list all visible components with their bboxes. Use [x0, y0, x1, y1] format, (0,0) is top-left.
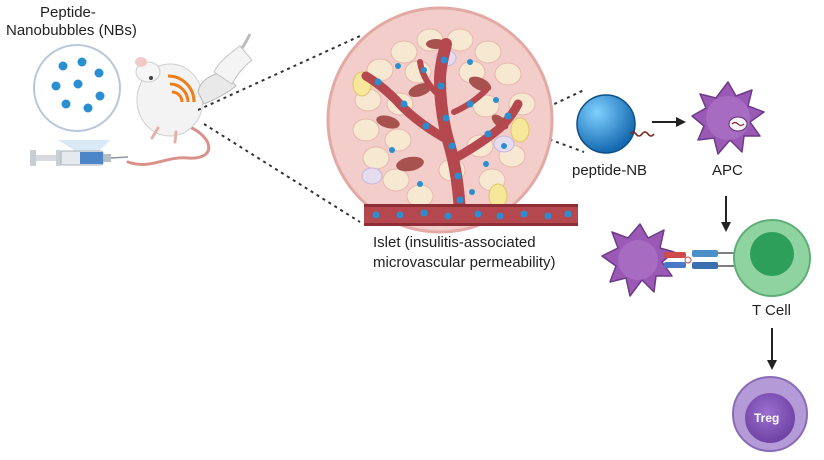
mouse-icon [126, 57, 211, 166]
islet-nanobubbles [374, 56, 512, 204]
islet-caption-line2: microvascular permeability) [373, 254, 556, 271]
treg-cell-icon [732, 376, 808, 452]
islet-caption-line1: Islet (insulitis-associated [373, 234, 536, 251]
apc-cell-bottom-icon [601, 223, 675, 297]
nanobubble-dot [58, 61, 68, 71]
nanobubble-dot [95, 91, 105, 101]
nanobubble-dot [51, 81, 61, 91]
treg-label: Treg [754, 411, 780, 425]
arrow-nb-to-apc [652, 117, 686, 127]
peptide-nb-label: peptide-NB [572, 162, 648, 179]
apc-label: APC [712, 162, 743, 179]
nanobubble-dot [77, 57, 87, 67]
syringe-icon [30, 150, 129, 166]
islet-illustration [326, 6, 554, 234]
nanobubble-dot [94, 68, 104, 78]
t-cell-label: T Cell [752, 302, 791, 319]
apc-cell-icon [691, 81, 765, 155]
nanobubble-dot [61, 99, 71, 109]
ultrasound-probe-icon [197, 33, 253, 105]
arrow-tcell-to-treg [767, 328, 777, 370]
nb-title-line2: Nanobubbles (NBs) [6, 22, 137, 39]
zoom-lines-islet [197, 35, 585, 223]
nanobubble-dot [73, 79, 83, 89]
mhc-tcr-complex-icon [664, 250, 738, 269]
peptide-nanobubble-icon [576, 94, 655, 154]
islet-cells [352, 28, 536, 209]
nanobubble-magnifier [33, 44, 121, 160]
t-cell-icon [733, 219, 811, 297]
arrow-apc-to-tcell [721, 196, 731, 232]
blood-vessel [364, 204, 578, 226]
nb-title-line1: Peptide- [40, 4, 96, 21]
nanobubble-dot [83, 103, 93, 113]
